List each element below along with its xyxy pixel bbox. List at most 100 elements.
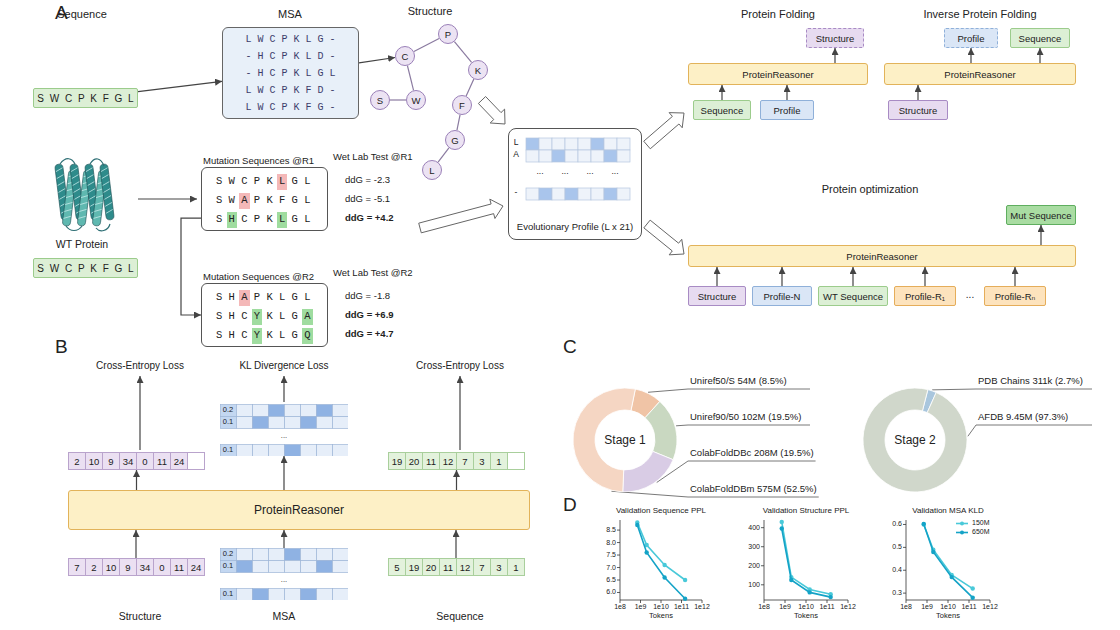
grid-cell [237, 561, 253, 573]
grid-cell [333, 561, 349, 573]
protein-illustration [55, 159, 115, 231]
donut-slice [623, 451, 673, 492]
grid-cell [253, 417, 269, 429]
block-arrow [644, 113, 684, 149]
axis [764, 520, 848, 600]
profile-cell [526, 150, 539, 162]
profile-cell [552, 150, 565, 162]
helix-stripe [78, 215, 85, 219]
tick [764, 600, 765, 603]
tick [617, 580, 620, 581]
grid-cell [253, 589, 269, 601]
helix-stripe [72, 182, 79, 186]
helix-stripe [65, 202, 72, 206]
series-point [644, 550, 648, 554]
helix-body [100, 164, 115, 221]
node-text: 12 [439, 452, 457, 470]
helix-stripe [102, 182, 109, 186]
helix-stripe [79, 208, 86, 212]
series-line [782, 522, 831, 594]
node-text: 7 [473, 558, 491, 576]
grid-cell [221, 549, 237, 561]
node-text: Profile [774, 105, 801, 116]
tick-label: 1e9 [779, 603, 791, 611]
tick [761, 527, 764, 528]
helix-stripe [101, 168, 108, 172]
token-box: Mut Sequence [1006, 205, 1076, 225]
empty-cell [507, 452, 525, 470]
helix-stripe [93, 215, 100, 219]
text-label: MSA [273, 610, 296, 622]
node-text: 0.2 [223, 406, 233, 414]
tick-label: 6.5 [606, 576, 616, 584]
grid-cells [220, 404, 348, 456]
tick [948, 600, 949, 603]
node-text: ... [281, 432, 287, 440]
tick [702, 600, 703, 603]
text-label: ddG = -1.8 [345, 291, 390, 302]
grid-cell [333, 549, 349, 561]
tick-label: 1e11 [674, 603, 689, 611]
tick-label: Tokens [794, 612, 818, 621]
node-text: ProteinReasoner [742, 69, 813, 80]
connector [1039, 48, 1040, 63]
tick-label: 1e12 [840, 603, 856, 611]
tick-label: 0.6 [892, 520, 902, 528]
node-text: 3 [490, 558, 508, 576]
profile-cell [617, 188, 630, 200]
grid-cell [221, 417, 237, 429]
node-text: 20 [405, 452, 423, 470]
grid-cell [221, 405, 237, 417]
node-text: L W C P K F D - [245, 82, 335, 99]
connector [1040, 225, 1041, 245]
tick-label: 0.5 [892, 543, 902, 551]
connector [438, 148, 449, 162]
node-text: 10 [85, 452, 103, 470]
connector [466, 79, 474, 96]
tick [681, 600, 682, 603]
series-line [924, 525, 973, 589]
node-text: Sequence [701, 105, 744, 116]
helix-stripe [94, 208, 101, 212]
node-text: 0 [136, 452, 154, 470]
helix-stripe [63, 215, 70, 219]
node-text: K [475, 65, 481, 76]
helix-stripe [58, 189, 65, 193]
grid-cell [253, 549, 269, 561]
profile-cell [617, 138, 630, 150]
tick [903, 524, 906, 525]
profile-cell [591, 188, 604, 200]
node-text: 1 [507, 558, 525, 576]
grid-cell [333, 589, 349, 601]
node-text: S H C Y K L G A [216, 307, 311, 326]
donut-chart: Stage 2 [863, 388, 967, 492]
text-label: ... [611, 167, 618, 177]
tick-label: 1e8 [614, 603, 626, 611]
profile-cell [591, 138, 604, 150]
helix-stripe [96, 195, 103, 199]
connector [924, 267, 925, 286]
helix-stripe [86, 175, 93, 179]
series-point [683, 597, 687, 601]
node-text: Profile-N [764, 291, 801, 302]
text-label: Structure [119, 610, 162, 622]
residue-circle: C [395, 46, 415, 66]
legend-sample-point [960, 522, 964, 526]
series-point [662, 575, 666, 579]
profile-cell [578, 138, 591, 150]
profile-cell [539, 138, 552, 150]
helix-stripe [64, 208, 71, 212]
grid-cell [285, 405, 301, 417]
connector [407, 66, 413, 91]
series-line [637, 522, 685, 580]
connector [138, 81, 222, 91]
tick-label: 1e9 [635, 603, 647, 611]
grid-cell [301, 561, 317, 573]
node-text: Mutation Sequences @R2 [203, 271, 314, 282]
grid-cell [317, 589, 333, 601]
text-label: Validation Structure PPL [763, 506, 850, 515]
profile-cell [565, 188, 578, 200]
grid-cell [301, 445, 317, 457]
text-label: Structure [408, 5, 453, 18]
